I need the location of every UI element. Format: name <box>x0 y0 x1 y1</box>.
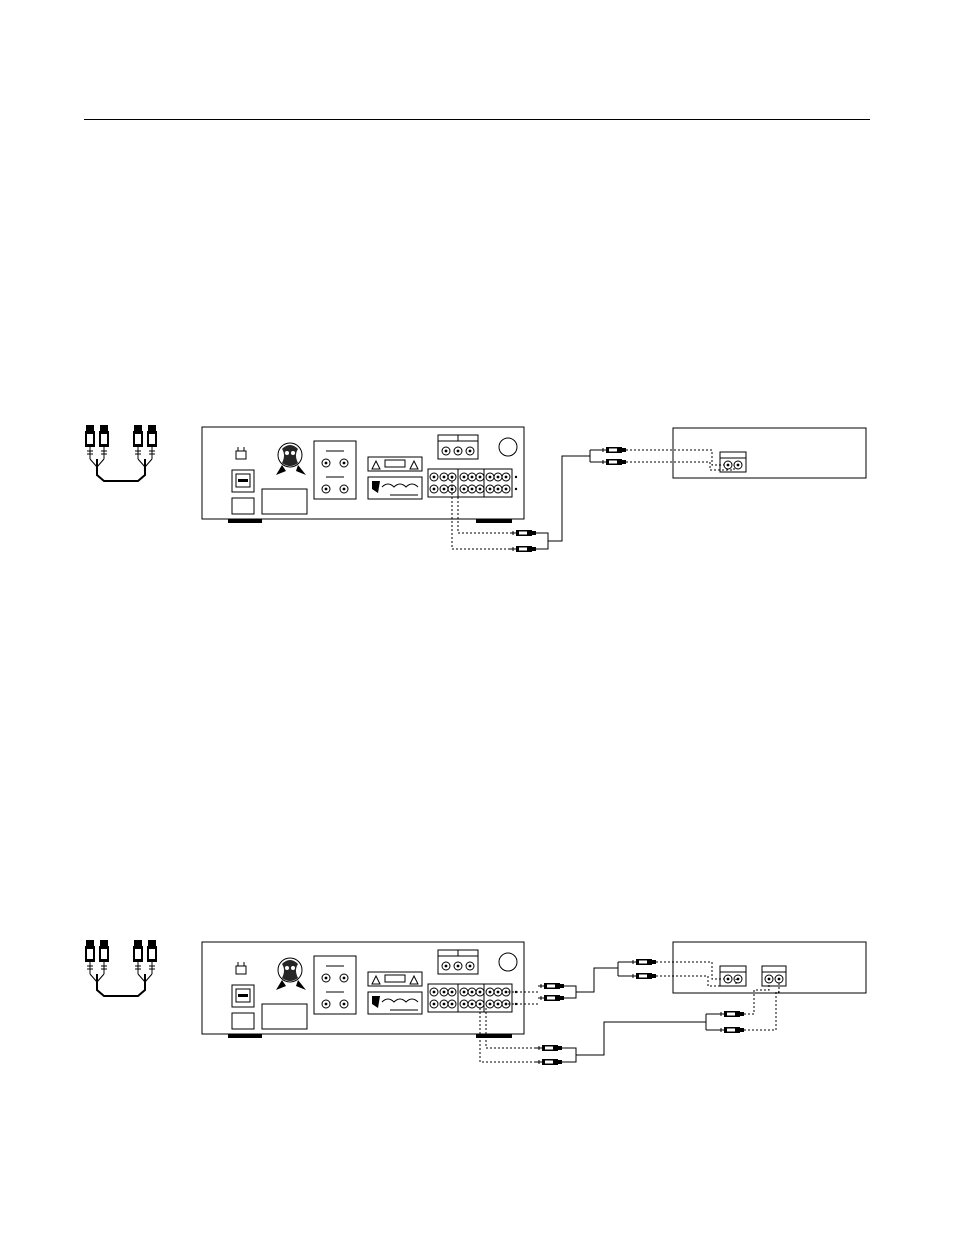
connection-diagram-2 <box>85 940 866 1065</box>
amplifier-rear-panel <box>202 427 524 523</box>
rca-stereo-cable-icon <box>85 425 157 481</box>
rca-stereo-cable-icon <box>85 940 157 996</box>
external-component-box <box>673 428 866 478</box>
connection-diagram-1 <box>85 425 866 552</box>
amplifier-rear-panel <box>202 942 524 1038</box>
